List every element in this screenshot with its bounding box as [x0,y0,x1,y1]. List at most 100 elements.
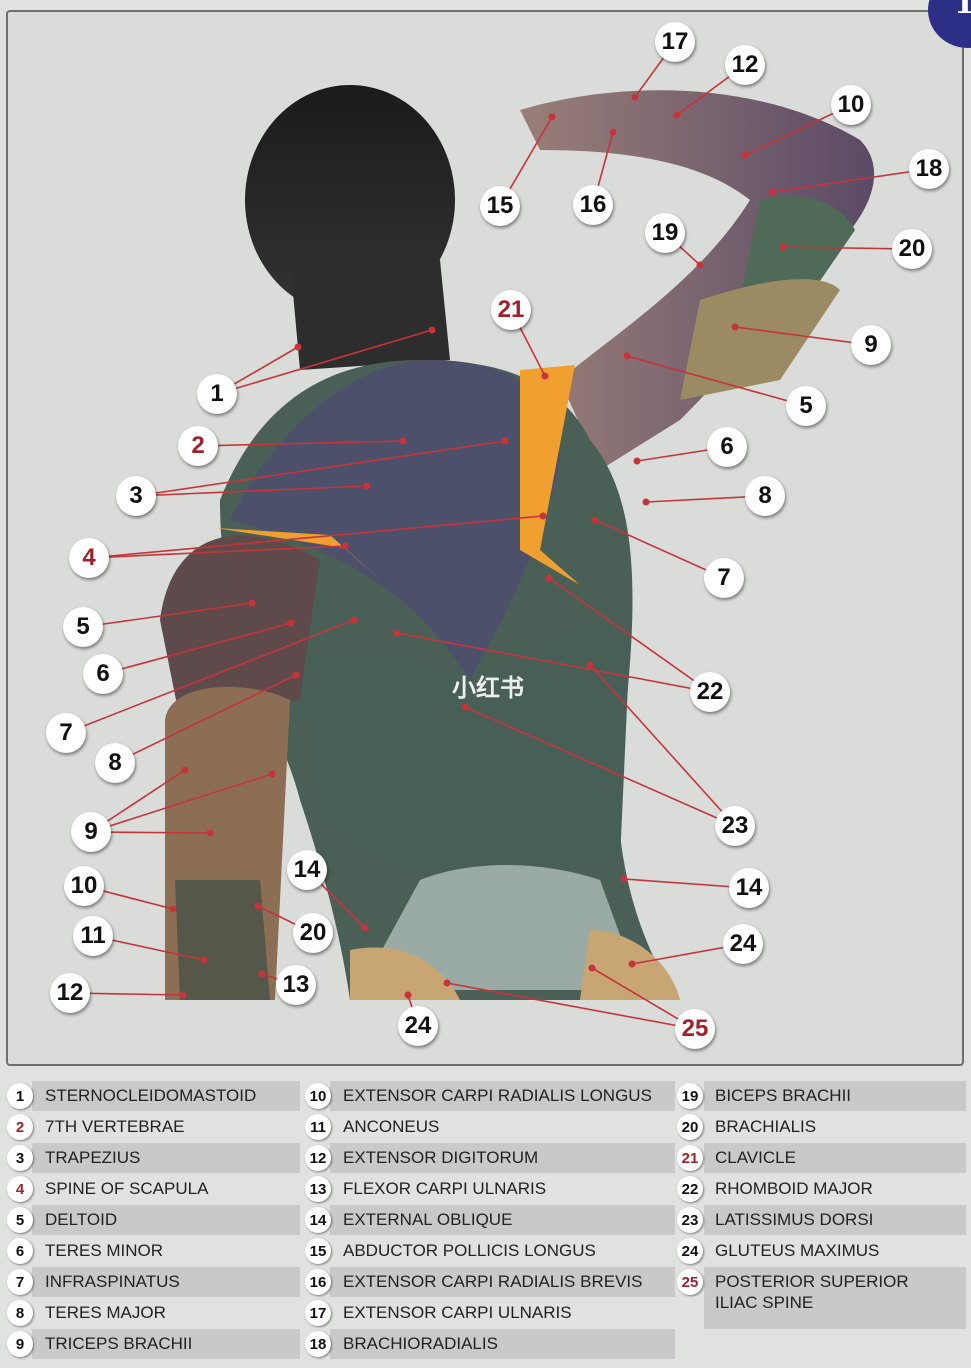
legend-label: SPINE OF SCAPULA [45,1179,209,1198]
legend-label: EXTERNAL OBLIQUE [343,1210,513,1229]
legend-number: 10 [305,1083,331,1109]
callout-21: 21 [491,290,531,330]
legend-label: EXTENSOR CARPI ULNARIS [343,1303,572,1322]
legend-label: EXTENSOR CARPI RADIALIS LONGUS [343,1086,652,1105]
legend-label: POSTERIOR SUPERIOR ILIAC SPINE [715,1272,909,1312]
raised-arm [520,90,875,470]
callout-24: 24 [398,1006,438,1046]
legend-label: ABDUCTOR POLLICIS LONGUS [343,1241,596,1260]
leader-dot [287,619,295,627]
leader-dot [768,188,776,196]
leader-dot [248,599,256,607]
legend-number: 14 [305,1207,331,1233]
legend-label: FLEXOR CARPI ULNARIS [343,1179,547,1198]
legend-number: 21 [677,1145,703,1171]
latissimus [300,623,630,880]
leader-dot [206,829,214,837]
callout-7: 7 [704,558,744,598]
leader-dot [591,516,599,524]
legend-label: CLAVICLE [715,1148,796,1167]
leader-dot [609,128,617,136]
legend-label: BICEPS BRACHII [715,1086,852,1105]
leader-dot [588,964,596,972]
legend-band [704,1205,966,1235]
callout-14: 14 [287,850,327,890]
leader-line [396,632,711,693]
legend-number: 8 [7,1300,33,1326]
leader-line [626,355,807,407]
leader-dot [169,905,177,913]
leader-dot [741,151,749,159]
legend-band [330,1329,675,1359]
leader-dot [779,243,787,251]
legend-label: TRAPEZIUS [45,1148,141,1167]
callout-10: 10 [831,85,871,125]
leader-line [589,664,736,827]
callout-19: 19 [645,213,685,253]
callout-6: 6 [83,654,123,694]
leader-dot [541,372,549,380]
leader-line [734,326,872,346]
leader-dot [200,956,208,964]
legend-number: 12 [305,1145,331,1171]
leader-dot [292,671,300,679]
leader-line [102,622,292,675]
legend-label: TERES MAJOR [45,1303,166,1322]
leader-line [623,878,750,889]
leader-dot [628,960,636,968]
callout-17: 17 [655,22,695,62]
leader-dot [341,542,349,550]
triceps-right [680,279,840,400]
leader-dot [620,875,628,883]
callout-25: 25 [675,1009,715,1049]
forearm-green [740,196,855,310]
legend-label: EXTENSOR DIGITORUM [343,1148,539,1167]
leader-dot [179,991,187,999]
leader-line [197,440,404,447]
leader-dot [294,343,302,351]
legend-label: STERNOCLEIDOMASTOID [45,1086,257,1105]
leader-dot [539,512,547,520]
legend-band [704,1143,966,1173]
legend-number: 22 [677,1176,703,1202]
leader-dot [181,766,189,774]
legend-number: 2 [7,1114,33,1140]
callout-14: 14 [729,868,769,908]
callout-1: 1 [197,374,237,414]
callout-9: 9 [851,325,891,365]
legend-number: 7 [7,1269,33,1295]
callout-7: 7 [46,713,86,753]
leader-dot [363,482,371,490]
leader-dot [545,574,553,582]
legend-band [330,1081,675,1111]
legend-band [32,1143,300,1173]
leader-line [65,619,355,734]
leader-dot [696,261,704,269]
leader-line [135,485,368,497]
callout-23: 23 [715,806,755,846]
legend-band [704,1081,966,1111]
legend-number: 5 [7,1207,33,1233]
legend-band [32,1329,300,1359]
legend-band [32,1267,300,1297]
scapula-spine [215,365,580,585]
legend-label: TRICEPS BRACHII [45,1334,193,1353]
legend-number: 19 [677,1083,703,1109]
callout-6: 6 [707,427,747,467]
callout-12: 12 [50,973,90,1013]
legend-number: 9 [7,1331,33,1357]
leader-dot [399,437,407,445]
leader-dot [586,661,594,669]
leader-line [135,440,506,497]
legend-number: 6 [7,1238,33,1264]
leader-dot [428,326,436,334]
legend-band [32,1205,300,1235]
leader-line [90,773,273,833]
leader-dot [393,629,401,637]
legend-label: ANCONEUS [343,1117,440,1136]
leader-dot [631,93,639,101]
legend-number: 4 [7,1176,33,1202]
head [245,85,455,315]
neck [290,260,450,370]
leader-line [782,246,913,250]
